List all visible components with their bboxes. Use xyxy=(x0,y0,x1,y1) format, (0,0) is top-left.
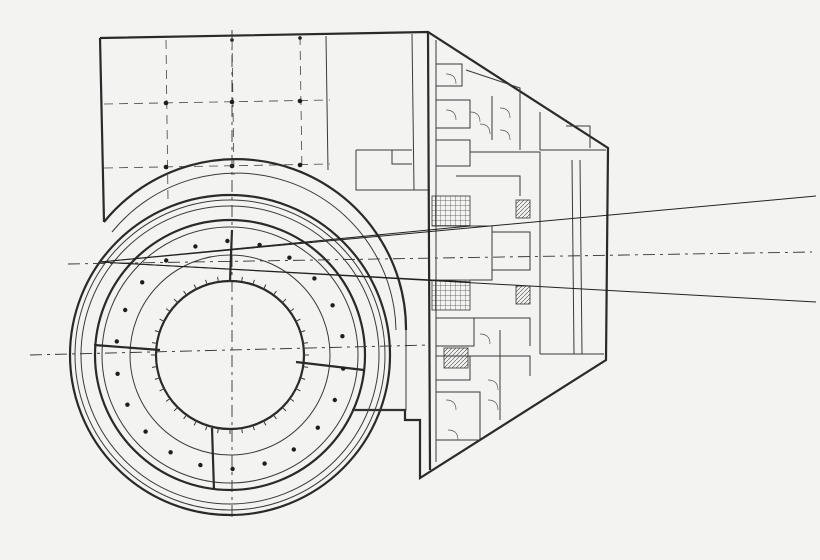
inner-hall-tick xyxy=(193,284,197,290)
inner-hall-tick xyxy=(263,420,267,426)
ring-column-dot xyxy=(143,429,148,434)
inner-hall-tick xyxy=(151,342,157,344)
inner-hall-tick xyxy=(303,366,309,368)
inner-hall-tick xyxy=(183,414,187,420)
inner-hall-tick xyxy=(205,279,208,285)
inner-hall-tick xyxy=(217,276,219,282)
ring-column-dot xyxy=(114,339,120,344)
ring-column-dot xyxy=(140,280,145,285)
ring-column-dot xyxy=(341,366,346,371)
ring-column-dot xyxy=(291,447,296,452)
inner-hall-ticks xyxy=(151,276,309,434)
inner-hall-tick xyxy=(205,425,208,431)
inner-hall-tick xyxy=(263,284,267,290)
ring-column-dot xyxy=(257,242,262,248)
ring-column-dot xyxy=(332,397,337,403)
inner-hall-tick xyxy=(165,398,171,402)
ring-column-dot xyxy=(115,371,120,376)
inner-hall-tick xyxy=(241,428,243,434)
inner-hall-tick xyxy=(281,298,287,304)
ring-column-dot xyxy=(198,462,203,468)
inner-hall-tick xyxy=(241,276,243,282)
inner-hall-tick xyxy=(154,330,160,333)
ring-column-dot xyxy=(193,244,198,249)
inner-hall-tick xyxy=(173,406,179,412)
inner-hall-tick xyxy=(252,425,255,431)
ring-column-dot xyxy=(164,258,169,263)
inner-hall-tick xyxy=(295,388,301,392)
inner-hall-tick xyxy=(159,318,165,322)
ring-column-dot xyxy=(340,334,345,339)
ring-column-dots xyxy=(114,238,346,472)
ring-column-dot xyxy=(262,461,267,466)
inner-hall-tick xyxy=(193,420,197,426)
ring-column-dot xyxy=(168,450,173,455)
inner-hall-tick xyxy=(273,290,277,296)
inner-hall-tick xyxy=(300,330,306,333)
axis-lines xyxy=(29,30,813,520)
ring-column-dot xyxy=(287,255,292,260)
inner-hall-tick xyxy=(300,377,306,380)
inner-hall-tick xyxy=(281,406,287,412)
inner-hall-tick xyxy=(217,428,219,434)
inner-hall-tick xyxy=(303,342,309,344)
ring-column-dot xyxy=(312,276,317,281)
inner-hall-tick xyxy=(183,290,187,296)
circular-auditorium xyxy=(68,158,408,517)
inner-hall-tick xyxy=(273,414,277,420)
ring-column-dot xyxy=(330,303,335,308)
inner-hall-tick xyxy=(173,298,179,304)
inner-hall-tick xyxy=(289,398,295,402)
sightline-rays xyxy=(99,195,817,303)
service-wing xyxy=(426,31,606,471)
inner-hall-tick xyxy=(159,388,165,392)
inner-hall-tick xyxy=(252,279,255,285)
ring-column-dot xyxy=(123,307,128,313)
ring-column-dot xyxy=(230,466,235,472)
inner-hall-tick xyxy=(151,366,157,368)
ring-column-dot xyxy=(125,402,130,407)
ring-column-dot xyxy=(315,425,320,430)
inner-hall-tick xyxy=(295,318,301,322)
inner-hall-tick xyxy=(289,308,295,312)
inner-hall-tick xyxy=(165,308,171,312)
inner-hall-tick xyxy=(154,377,160,380)
ring-column-dot xyxy=(225,238,230,244)
